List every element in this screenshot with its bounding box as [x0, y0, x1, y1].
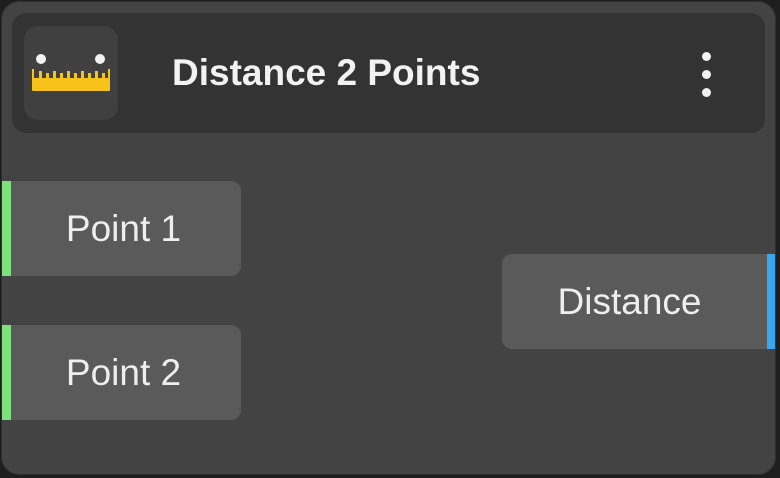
- input-port-point-2[interactable]: Point 2: [2, 325, 241, 420]
- input-port-label: Point 2: [65, 352, 182, 393]
- menu-dot: [702, 88, 711, 97]
- more-vertical-icon[interactable]: [692, 50, 722, 100]
- menu-dot: [702, 52, 711, 61]
- node-icon-box: [24, 26, 118, 120]
- output-port-label: Distance: [557, 281, 702, 322]
- input-port-label: Point 1: [65, 208, 182, 249]
- input-port-point-1[interactable]: Point 1: [2, 181, 241, 276]
- input-socket[interactable]: [2, 181, 11, 276]
- input-socket[interactable]: [2, 325, 11, 420]
- output-socket[interactable]: [767, 254, 775, 349]
- node-header[interactable]: Distance 2 Points: [12, 13, 765, 133]
- menu-dot: [702, 70, 711, 79]
- ruler-icon: [32, 54, 110, 91]
- node-title: Distance 2 Points: [172, 52, 481, 93]
- output-port-distance[interactable]: Distance: [502, 254, 775, 349]
